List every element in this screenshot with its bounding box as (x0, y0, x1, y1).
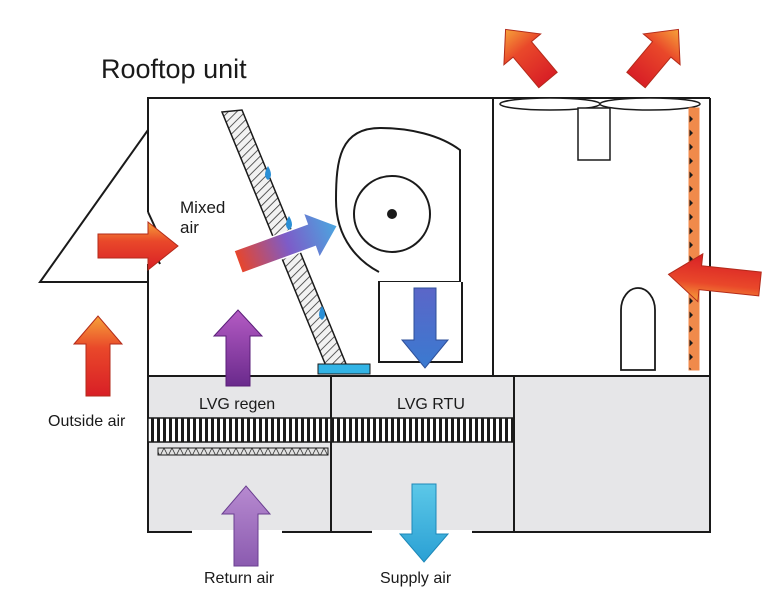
lvg-regen-label: LVG regen (199, 396, 276, 413)
regen-air-up-arrow (212, 309, 264, 387)
energy-wheel-regen (147, 417, 332, 443)
diagram-title: Rooftop unit (101, 54, 247, 84)
condenser-base-panel (513, 375, 711, 533)
supply-air-label: Supply air (380, 570, 452, 587)
return-air-label: Return air (204, 570, 275, 587)
condenser-coil-icon (688, 107, 700, 371)
heat-exhaust-arrow-icon (503, 28, 558, 89)
compressor (620, 287, 656, 371)
water-drop-icon (265, 166, 325, 320)
regen-filter (157, 447, 329, 456)
fan-hub (387, 209, 397, 219)
heat-exhaust-arrow-icon (626, 28, 681, 89)
intake-hood (38, 129, 149, 283)
supply-air-down-arrow (400, 287, 450, 369)
mixed-air-arrow (232, 211, 339, 275)
outside-air-arrow (72, 315, 124, 397)
fan-icon (353, 175, 431, 253)
energy-wheel-rtu (330, 417, 515, 443)
supply-air-arrow (398, 483, 450, 563)
condenser-fan-icon (499, 97, 701, 161)
return-air-arrow (220, 485, 272, 567)
outside-air-label: Outside air (48, 413, 126, 430)
outside-air-inflow-arrow (97, 220, 179, 272)
condenser-inlet-arrow (667, 252, 762, 303)
mixed-air-label: Mixed air (180, 198, 226, 237)
lvg-rtu-label: LVG RTU (397, 396, 465, 413)
condensate-tray (317, 363, 371, 375)
